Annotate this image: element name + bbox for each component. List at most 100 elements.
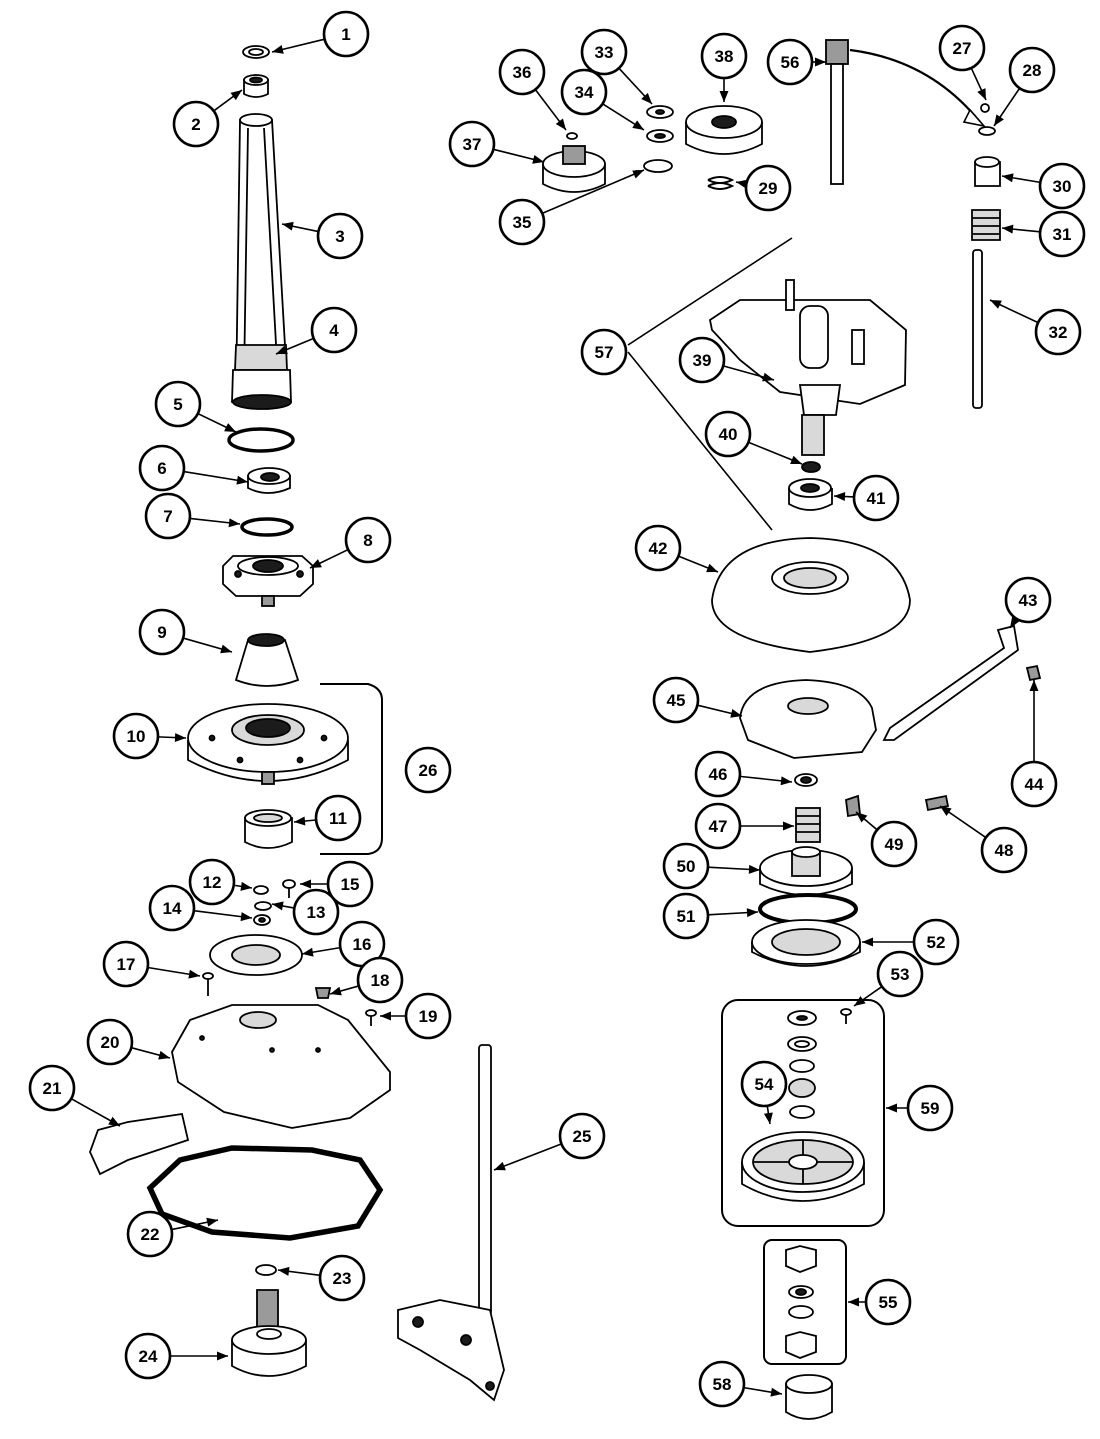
callout-7: 7 (144, 492, 241, 540)
callout-label-25: 25 (573, 1127, 592, 1146)
arrowhead-3 (282, 221, 294, 231)
callout-label-42: 42 (649, 539, 668, 558)
callout-21: 21 (28, 1064, 121, 1127)
callout-bubble-23 (318, 1254, 366, 1302)
callout-20: 20 (86, 1018, 171, 1066)
callout-58: 58 (698, 1360, 783, 1408)
part-35-thrust-washer (643, 159, 673, 173)
callout-label-2: 2 (191, 115, 200, 134)
callout-bubble-18 (356, 956, 404, 1004)
part-45-brake-cover (739, 679, 877, 759)
arrowhead-6 (236, 475, 248, 485)
callout-41: 41 (833, 474, 900, 522)
arrowhead-44 (1029, 680, 1039, 691)
part-42-shield (711, 537, 911, 653)
callout-26: 26 (404, 746, 452, 794)
arrowhead-12 (240, 881, 252, 891)
callout-label-39: 39 (693, 351, 712, 370)
part-25-drive-shaft-bracket (397, 1044, 505, 1402)
callout-label-22: 22 (141, 1225, 160, 1244)
arrowhead-35 (632, 170, 644, 179)
arrowhead-37 (532, 154, 544, 164)
callout-bubble-34 (560, 68, 608, 116)
callout-label-4: 4 (329, 321, 339, 340)
arrowhead-21 (108, 1116, 120, 1126)
arrowhead-40 (790, 455, 802, 465)
callout-10: 10 (112, 712, 187, 760)
callout-bubble-27 (938, 24, 986, 72)
arrowhead-54 (763, 1112, 773, 1124)
arrowhead-33 (641, 92, 652, 104)
callout-label-27: 27 (953, 39, 972, 58)
part-15-screw (282, 879, 296, 898)
part-59-clutch-assembly-parts (787, 1010, 817, 1119)
part-3-agitator-shaft-tube (235, 113, 289, 399)
callout-bubble-38 (700, 32, 748, 80)
part-37-planet-gear (542, 145, 606, 193)
callout-label-49: 49 (885, 835, 904, 854)
arrowhead-1 (272, 45, 284, 54)
callout-3: 3 (281, 212, 364, 260)
callout-bubble-28 (1008, 46, 1056, 94)
arrowhead-14 (240, 912, 252, 922)
callout-bubble-48 (980, 826, 1028, 874)
callout-22: 22 (126, 1210, 219, 1258)
callout-33: 33 (580, 28, 653, 105)
callout-label-26: 26 (419, 761, 438, 780)
arrowhead-53 (854, 996, 866, 1006)
part-13-washer (254, 901, 272, 911)
arrowhead-45 (730, 709, 742, 718)
part-11-sleeve (244, 809, 293, 849)
callout-label-19: 19 (419, 1007, 438, 1026)
part-29-spring (707, 176, 735, 190)
part-16-gasket-plate (209, 934, 303, 976)
callout-bubble-55 (864, 1278, 912, 1326)
callout-bubble-40 (704, 410, 752, 458)
part-5-o-ring (227, 427, 295, 453)
callout-label-38: 38 (715, 47, 734, 66)
callout-layer: 1234567891011121314151617181920212223242… (28, 10, 1086, 1408)
callout-label-51: 51 (677, 907, 696, 926)
callout-label-40: 40 (719, 425, 738, 444)
callout-label-46: 46 (709, 765, 728, 784)
callout-35: 35 (498, 169, 645, 246)
callout-bubble-8 (344, 516, 392, 564)
callout-5: 5 (154, 380, 237, 433)
callout-13: 13 (271, 888, 340, 936)
callout-56: 56 (766, 38, 826, 86)
callout-bubble-20 (86, 1018, 134, 1066)
arrowhead-27 (977, 88, 986, 100)
callout-label-24: 24 (139, 1347, 158, 1366)
callout-bubble-43 (1004, 576, 1052, 624)
part-2-bushing (243, 74, 269, 98)
callout-label-53: 53 (891, 965, 910, 984)
callout-25: 25 (493, 1112, 606, 1171)
part-39-gear-case (708, 279, 907, 456)
arrowhead-47 (783, 821, 794, 831)
callout-bubble-1 (322, 10, 370, 58)
callout-46: 46 (694, 750, 793, 798)
part-56-shift-shaft (825, 39, 849, 185)
part-34-washer (646, 129, 674, 143)
part-41-bearing-cap (788, 478, 833, 511)
callout-50: 50 (662, 842, 761, 890)
part-32-rod (972, 249, 983, 409)
arrowhead-2 (230, 90, 242, 101)
callout-bubble-32 (1034, 308, 1082, 356)
callout-11: 11 (293, 794, 362, 842)
arrowhead-11 (294, 816, 306, 826)
callout-bubble-57 (580, 328, 628, 376)
callout-bubble-22 (126, 1210, 174, 1258)
callout-label-10: 10 (127, 727, 146, 746)
callout-label-17: 17 (117, 955, 136, 974)
arrowhead-43 (1010, 616, 1020, 628)
callout-34: 34 (560, 68, 645, 131)
arrowhead-20 (158, 1050, 170, 1060)
arrowhead-13 (272, 901, 284, 911)
callout-label-44: 44 (1025, 775, 1044, 794)
arrowhead-58 (770, 1387, 782, 1397)
group-59-box (721, 999, 885, 1227)
callout-30: 30 (1001, 162, 1086, 210)
arrowhead-22 (206, 1217, 218, 1227)
